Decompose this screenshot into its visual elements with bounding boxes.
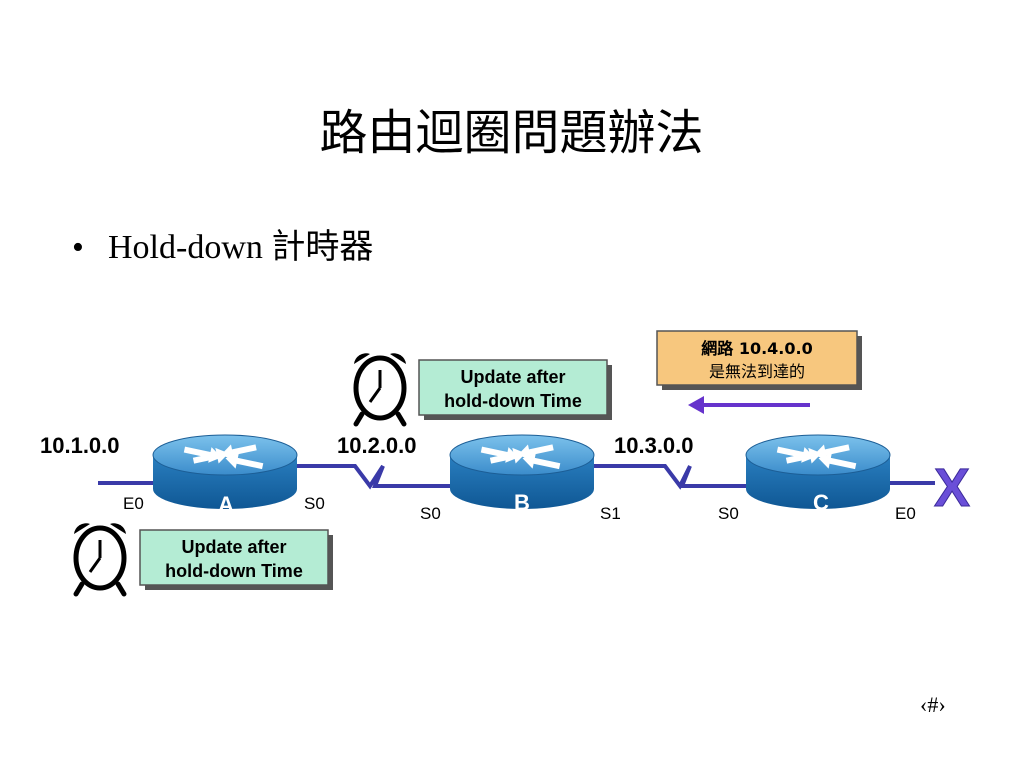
- hold-box-b-line-2: hold-down Time: [444, 391, 582, 411]
- bullet-text: Hold-down 計時器: [108, 229, 374, 266]
- callout-line-2: 是無法到達的: [709, 362, 805, 381]
- iface-b-s1: S1: [600, 504, 621, 523]
- callout-line-1: 網路 10.4.0.0: [701, 339, 812, 358]
- unreachable-callout: 網路 10.4.0.0 是無法到達的: [656, 330, 862, 390]
- hold-down-box-b: Update after hold-down Time: [418, 359, 612, 420]
- left-arrow-icon: [688, 396, 810, 414]
- iface-c-e0: E0: [895, 504, 916, 523]
- router-c-label: C: [813, 490, 829, 515]
- router-a-label: A: [218, 492, 234, 517]
- network-label-1: 10.1.0.0: [40, 433, 120, 458]
- iface-a-e0: E0: [123, 494, 144, 513]
- failure-mark: X: [934, 458, 970, 518]
- slide-title: 路由迴圈問題辦法: [319, 105, 704, 161]
- network-links: [98, 464, 935, 490]
- link-b-c: [590, 464, 755, 490]
- hold-box-a-line-2: hold-down Time: [165, 561, 303, 581]
- slide-number: ‹#›: [920, 692, 946, 717]
- iface-a-s0: S0: [304, 494, 325, 513]
- router-b-label: B: [514, 490, 530, 515]
- alarm-clock-icon: [74, 523, 126, 594]
- bullet-item: • Hold-down 計時器: [72, 219, 373, 268]
- hold-box-a-line-1: Update after: [181, 537, 286, 557]
- link-a-b: [290, 464, 455, 490]
- network-label-3: 10.3.0.0: [614, 433, 694, 458]
- hold-down-box-a: Update after hold-down Time: [139, 529, 333, 590]
- iface-b-s0: S0: [420, 504, 441, 523]
- hold-box-b-line-1: Update after: [460, 367, 565, 387]
- network-label-2: 10.2.0.0: [337, 433, 417, 458]
- iface-c-s0: S0: [718, 504, 739, 523]
- bullet-dot: •: [72, 229, 84, 266]
- alarm-clock-icon: [354, 353, 406, 424]
